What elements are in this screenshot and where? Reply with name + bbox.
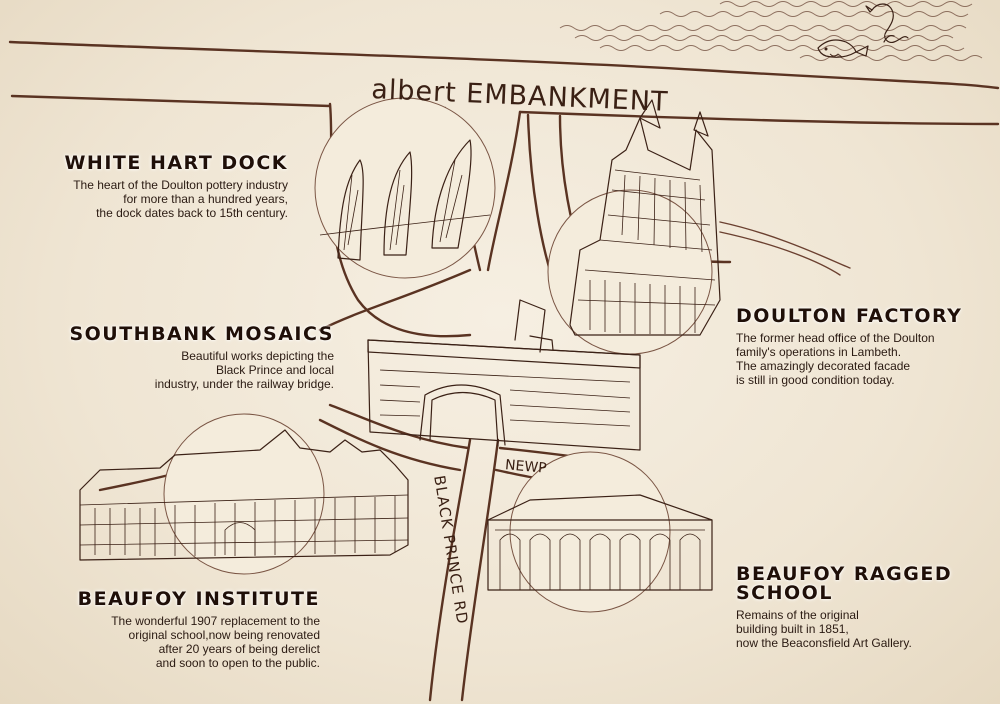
beaufoy-ragged-school-label: BEAUFOY RAGGED SCHOOL Remains of the ori…: [736, 563, 976, 651]
albert-embankment-road: [8, 40, 1000, 126]
southbank-mosaics-label: SOUTHBANK MOSAICS Beautiful works depict…: [60, 323, 334, 392]
doulton-factory-label: DOULTON FACTORY The former head office o…: [736, 305, 976, 388]
beaufoy-institute-title: BEAUFOY INSTITUTE: [77, 588, 320, 610]
doulton-factory-drawing: [547, 99, 721, 355]
white-hart-dock-title: WHITE HART DOCK: [64, 152, 288, 174]
southbank-mosaics-title: SOUTHBANK MOSAICS: [69, 323, 334, 345]
beaufoy-institute-description: The wonderful 1907 replacement to the or…: [111, 614, 320, 670]
white-hart-dock-label: WHITE HART DOCK The heart of the Doulton…: [40, 152, 288, 221]
beaufoy-ragged-school-drawing: [487, 451, 713, 613]
river-waves-icon: [559, 1, 983, 61]
doulton-factory-description: The former head office of the Doulton fa…: [736, 331, 935, 387]
doulton-factory-title: DOULTON FACTORY: [736, 305, 963, 327]
white-hart-dock-drawing: [314, 97, 496, 279]
southbank-mosaics-description: Beautiful works depicting the Black Prin…: [154, 349, 334, 391]
sea-serpent-icon: [865, 3, 909, 43]
beaufoy-ragged-school-description: Remains of the original building built i…: [736, 608, 912, 650]
beaufoy-institute-label: BEAUFOY INSTITUTE The wonderful 1907 rep…: [60, 588, 320, 671]
beaufoy-institute-drawing: [79, 413, 409, 575]
beaufoy-ragged-school-title: BEAUFOY RAGGED SCHOOL: [736, 563, 953, 604]
railway-bridge-drawing: [367, 299, 641, 451]
fish-icon: [817, 39, 869, 58]
white-hart-dock-description: The heart of the Doulton pottery industr…: [73, 178, 288, 220]
